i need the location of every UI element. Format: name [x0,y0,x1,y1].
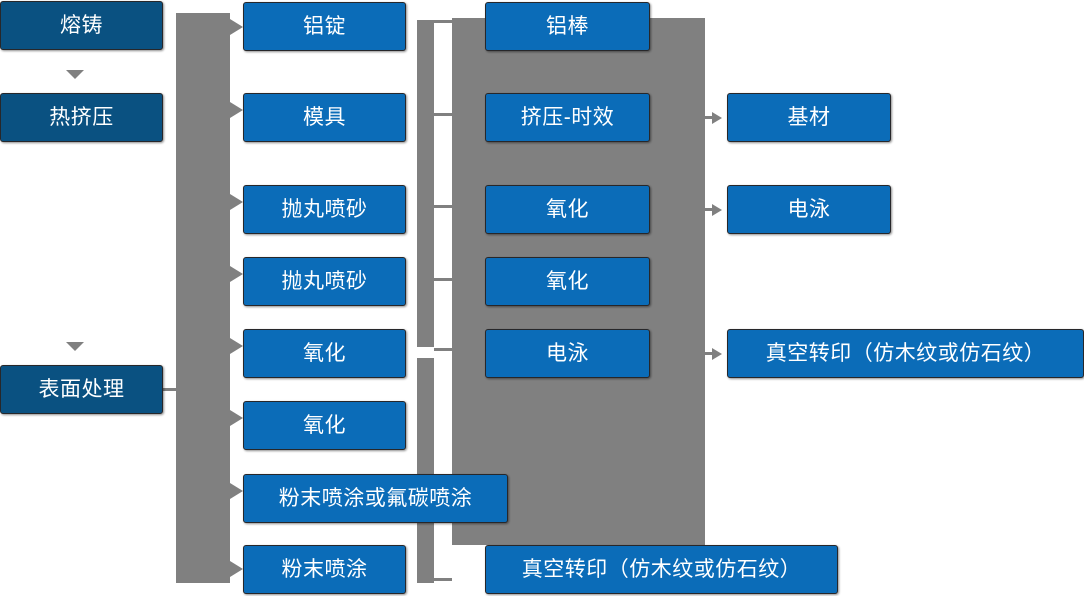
connector-out-arrow-0 [712,112,722,124]
connector-band-left [176,13,230,583]
material-box-7[interactable]: 粉末喷涂 [243,545,406,594]
connector-out-arrow-1 [712,204,722,216]
connector-tick-1 [434,113,452,116]
material-label-5: 氧化 [303,413,346,437]
material-label-0: 铝锭 [303,14,346,38]
material-label-6: 粉末喷涂或氟碳喷涂 [278,486,473,510]
process-box-2[interactable]: 氧化 [485,185,650,234]
process-box-5[interactable]: 真空转印（仿木纹或仿石纹） [485,545,838,594]
connector-tick-4 [434,348,452,351]
stage-label-hot-extrusion: 热挤压 [49,105,114,129]
process-box-4[interactable]: 电泳 [485,329,650,378]
connector-arrow-left-2 [230,194,243,210]
connector-out-stem-2 [705,352,715,355]
process-box-1[interactable]: 挤压-时效 [485,93,650,142]
stage-box-smelting[interactable]: 熔铸 [0,1,163,50]
material-label-2: 抛丸喷砂 [281,197,368,221]
connector-out-stem-1 [705,208,715,211]
connector-arrow-left-6 [230,483,243,499]
connector-out-stem-0 [705,116,715,119]
process-label-5: 真空转印（仿木纹或仿石纹） [521,557,802,581]
material-box-2[interactable]: 抛丸喷砂 [243,185,406,234]
material-label-4: 氧化 [303,341,346,365]
connector-arrow-down-surface [66,342,84,351]
output-box-1[interactable]: 电泳 [727,185,891,234]
connector-tick-2 [434,205,452,208]
material-box-3[interactable]: 抛丸喷砂 [243,257,406,306]
connector-stem-surface [163,388,183,391]
output-label-2: 真空转印（仿木纹或仿石纹） [765,341,1046,365]
process-label-3: 氧化 [546,269,589,293]
material-label-1: 模具 [303,105,346,129]
connector-arrow-left-5 [230,410,243,426]
process-label-0: 铝棒 [546,14,589,38]
material-box-1[interactable]: 模具 [243,93,406,142]
process-box-3[interactable]: 氧化 [485,257,650,306]
material-box-4[interactable]: 氧化 [243,329,406,378]
connector-tick-5 [434,578,452,581]
connector-tick-0 [417,20,452,23]
connector-rail-narrow-lower [417,358,434,583]
process-label-2: 氧化 [546,197,589,221]
connector-arrow-left-4 [230,338,243,354]
material-label-7: 粉末喷涂 [281,557,368,581]
connector-out-arrow-2 [712,348,722,360]
stage-box-hot-extrusion[interactable]: 热挤压 [0,93,163,142]
stage-label-smelting: 熔铸 [60,13,103,37]
stage-label-surface-treatment: 表面处理 [38,377,125,401]
process-box-0[interactable]: 铝棒 [485,2,650,51]
output-box-0[interactable]: 基材 [727,93,891,142]
connector-arrow-left-0 [230,19,243,35]
stage-box-surface-treatment[interactable]: 表面处理 [0,365,163,414]
connector-rail-narrow-upper [417,20,434,347]
output-label-1: 电泳 [787,197,831,221]
process-label-4: 电泳 [546,341,589,365]
connector-tick-3 [434,278,452,281]
connector-arrow-left-7 [230,561,243,577]
connector-arrow-left-3 [230,266,243,282]
material-label-3: 抛丸喷砂 [281,269,368,293]
output-box-2[interactable]: 真空转印（仿木纹或仿石纹） [727,329,1084,378]
material-box-0[interactable]: 铝锭 [243,2,406,51]
connector-arrow-left-1 [230,102,243,118]
connector-arrow-down-stage [66,70,84,79]
material-box-6[interactable]: 粉末喷涂或氟碳喷涂 [243,474,508,523]
material-box-5[interactable]: 氧化 [243,401,406,450]
output-label-0: 基材 [787,105,831,129]
process-label-1: 挤压-时效 [520,105,615,129]
